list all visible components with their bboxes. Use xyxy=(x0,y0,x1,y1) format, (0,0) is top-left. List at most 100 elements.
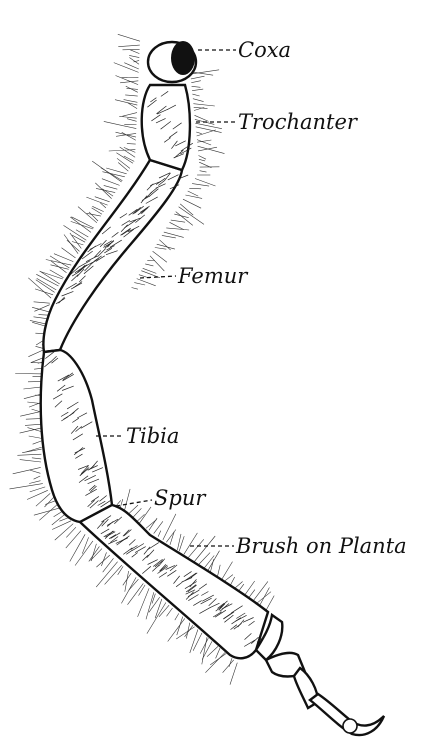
hair-stroke xyxy=(155,248,167,250)
hair-stroke xyxy=(30,470,41,473)
hair-stroke xyxy=(70,217,91,232)
hair-stroke xyxy=(149,518,157,530)
trochanter-label: Trochanter xyxy=(238,110,359,134)
hair-stroke xyxy=(158,531,161,537)
hair-stroke xyxy=(119,116,136,118)
hair-stroke xyxy=(34,476,41,479)
hair-stroke xyxy=(92,161,121,182)
hair-stroke xyxy=(125,95,138,96)
hair-stroke xyxy=(145,264,153,266)
hair-stroke xyxy=(123,113,138,117)
brush-on-planta-label: Brush on Planta xyxy=(235,534,407,558)
hair-stroke xyxy=(29,436,43,439)
hair-stroke xyxy=(116,76,139,85)
hair-stroke xyxy=(105,565,122,584)
hair-stroke xyxy=(34,305,49,312)
hair-stroke xyxy=(162,235,176,238)
tibia-label: Tibia xyxy=(126,424,179,448)
hair-stroke xyxy=(244,581,254,596)
hair-stroke xyxy=(95,183,111,199)
hair-stroke xyxy=(104,121,137,128)
hair-stroke xyxy=(184,533,198,554)
coxa-label: Coxa xyxy=(238,38,291,62)
hair-stroke xyxy=(128,583,144,604)
hair-stroke xyxy=(230,663,237,685)
hair-stroke xyxy=(150,256,164,271)
hair-stroke xyxy=(163,514,176,540)
hair-stroke xyxy=(171,220,185,222)
hair-stroke xyxy=(152,594,155,604)
hair-stroke xyxy=(175,613,179,620)
hair-stroke xyxy=(96,188,115,192)
hair-stroke xyxy=(62,248,76,258)
hair-stroke xyxy=(139,585,146,596)
hair-stroke xyxy=(71,221,93,229)
hair-stroke xyxy=(121,577,136,603)
hair-stroke xyxy=(89,546,100,561)
hair-stroke xyxy=(13,467,41,473)
hair-stroke xyxy=(34,508,61,516)
hair-stroke xyxy=(138,588,150,617)
hair-stroke xyxy=(208,551,220,571)
hair-stroke xyxy=(143,268,157,273)
hair-stroke xyxy=(130,50,139,54)
hair-stroke xyxy=(189,188,201,189)
femur-segment xyxy=(43,160,182,352)
hair-stroke xyxy=(139,507,151,524)
hair-stroke xyxy=(196,132,202,134)
hair-stroke xyxy=(92,206,103,211)
hair-stroke xyxy=(198,147,217,151)
hair-stroke xyxy=(221,562,232,580)
hair-stroke xyxy=(118,566,123,574)
hair-stroke xyxy=(224,575,233,582)
hair-stroke xyxy=(96,562,117,587)
hair-stroke xyxy=(210,653,226,665)
hair-stroke xyxy=(50,270,64,278)
hair-stroke xyxy=(33,441,43,445)
hair-stroke xyxy=(59,518,68,522)
hair-stroke xyxy=(188,191,199,196)
hair-stroke xyxy=(191,81,201,83)
hair-stroke xyxy=(266,596,274,611)
hair-stroke xyxy=(183,199,201,208)
tibia-segment xyxy=(41,350,112,522)
trochanter-segment xyxy=(142,85,190,170)
hair-stroke xyxy=(191,76,205,79)
hair-stroke xyxy=(45,501,56,505)
hair-stroke xyxy=(216,648,220,658)
hair-stroke xyxy=(217,565,220,577)
hair-stroke xyxy=(146,592,154,619)
hair-stroke xyxy=(192,94,199,96)
hair-stroke xyxy=(102,179,120,186)
hair-stroke xyxy=(127,144,136,145)
hair-stroke xyxy=(199,159,205,161)
spur-label: Spur xyxy=(154,486,207,510)
hair-stroke xyxy=(20,460,41,462)
hair-stroke xyxy=(39,504,58,521)
hair-stroke xyxy=(194,536,215,562)
hair-stroke xyxy=(51,265,69,270)
hair-stroke xyxy=(193,99,204,102)
hair-stroke xyxy=(55,524,73,540)
hair-stroke xyxy=(177,617,183,636)
hair-stroke xyxy=(104,185,118,189)
hair-stroke xyxy=(164,232,184,237)
hair-stroke xyxy=(127,119,137,122)
hair-stroke xyxy=(86,197,107,205)
hair-stroke xyxy=(118,45,140,47)
hair-stroke xyxy=(202,637,207,664)
hair-stroke xyxy=(115,100,137,105)
hair-stroke xyxy=(195,179,216,187)
hair-stroke xyxy=(92,208,102,214)
hair-stroke xyxy=(118,34,140,41)
hair-stroke xyxy=(124,489,130,513)
hair-stroke xyxy=(137,279,156,286)
hair-stroke xyxy=(101,552,106,566)
hair-stroke xyxy=(192,184,209,187)
hair-stroke xyxy=(17,454,41,455)
hair-stroke xyxy=(46,260,71,266)
hair-stroke xyxy=(70,534,85,561)
claw-pad xyxy=(343,719,357,733)
hair-stroke xyxy=(36,280,55,293)
